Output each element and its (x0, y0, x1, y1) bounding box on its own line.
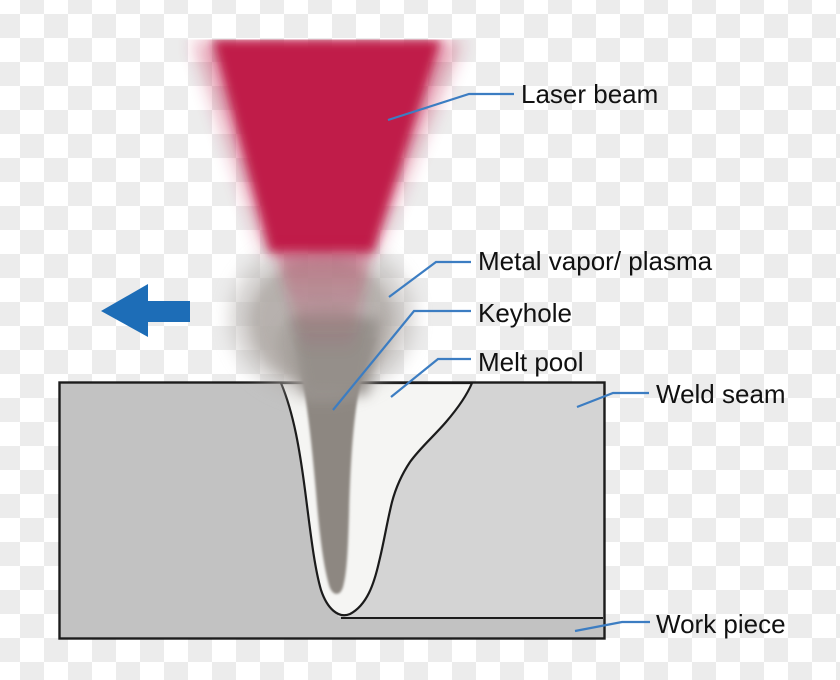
label-work-piece: Work piece (656, 609, 786, 639)
leader-lines (332, 92, 650, 633)
keyhole-leader-line (332, 309, 471, 411)
label-keyhole: Keyhole (478, 298, 572, 328)
keyhole-shape (293, 338, 377, 594)
weld-seam-leader-line (576, 391, 649, 409)
arrow-left-icon (101, 284, 190, 337)
label-melt-pool: Melt pool (478, 347, 584, 377)
work-piece-leader-line (574, 620, 650, 633)
metal-vapor-leader-line (388, 260, 471, 298)
melt-pool-leader-line (390, 357, 471, 398)
label-weld-seam: Weld seam (656, 379, 786, 409)
label-laser-beam: Laser beam (521, 79, 659, 109)
label-metal-vapor: Metal vapor/ plasma (478, 246, 713, 276)
laser-beam-leader-line (387, 92, 514, 122)
laser-beam-cone (193, 40, 462, 355)
